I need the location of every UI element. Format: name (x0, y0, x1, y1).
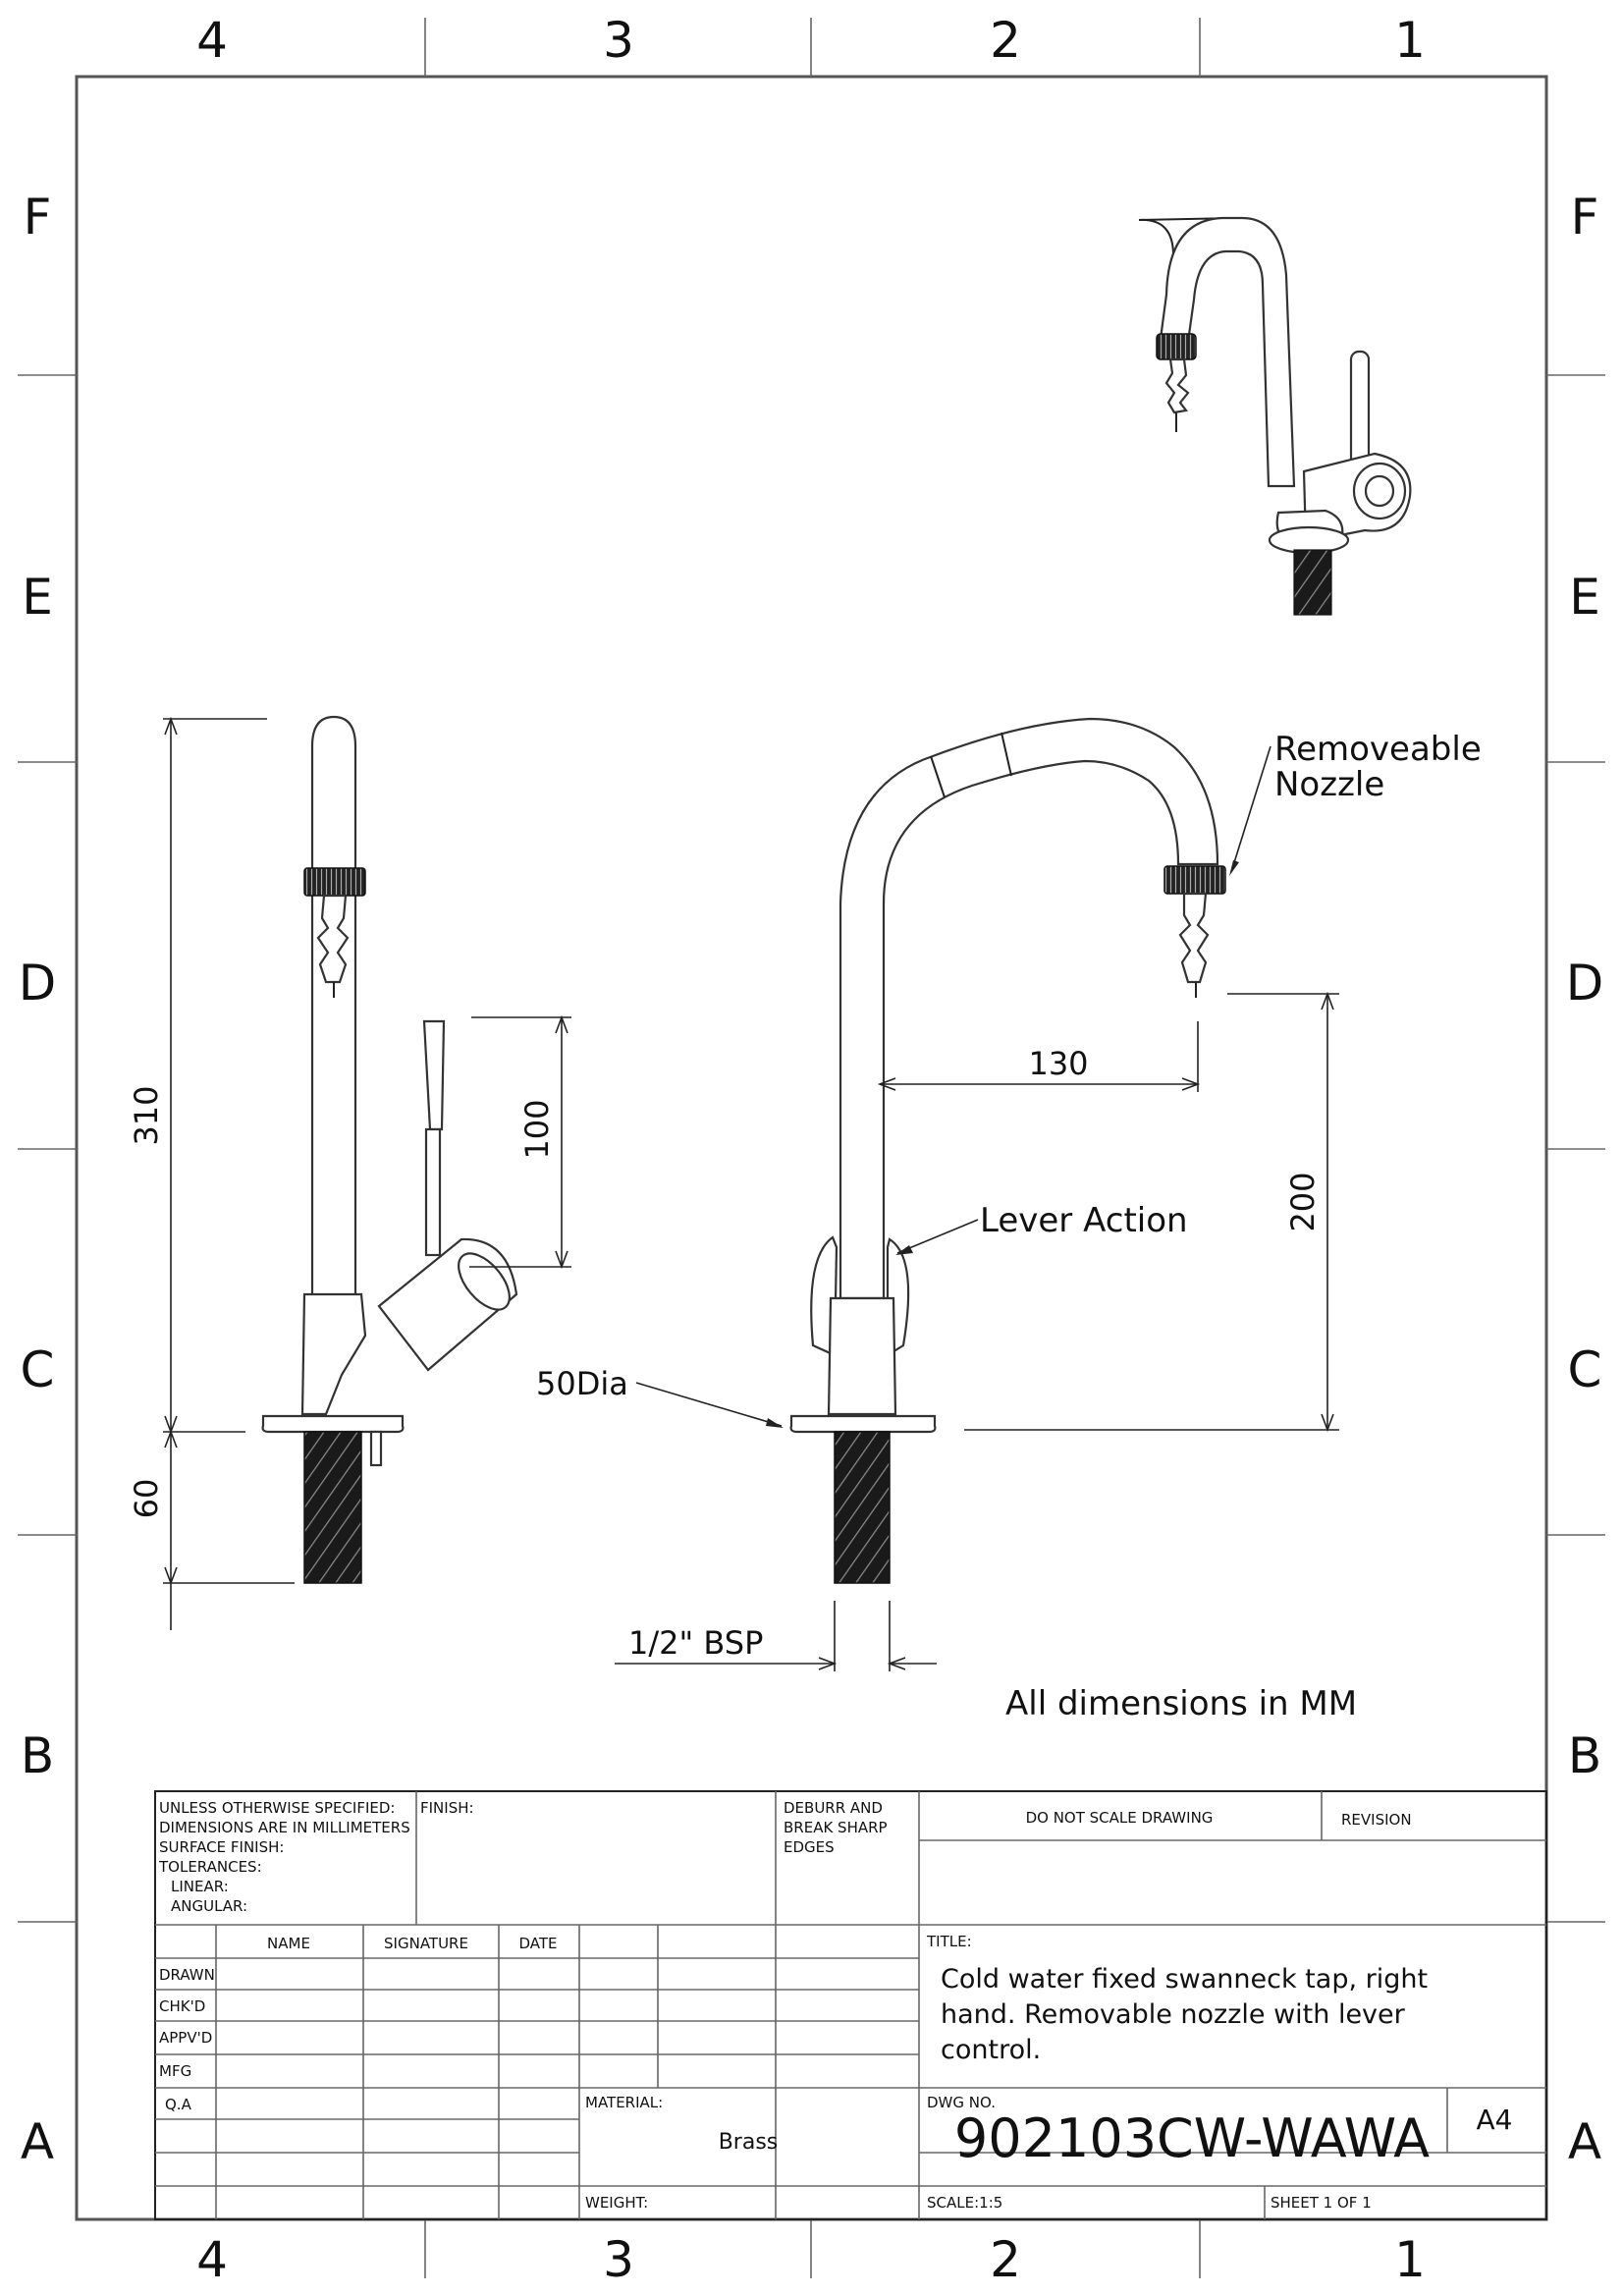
col-header-signature: SIGNATURE (384, 1935, 468, 1952)
nozzle-label-line1: Removeable (1274, 730, 1482, 769)
zone-col-bottom-1: 1 (1394, 2231, 1426, 2288)
front-view (789, 717, 1226, 1584)
row-label-approved: APPV'D (159, 2029, 212, 2047)
iso-spout (1159, 216, 1296, 488)
zone-row-right-a: A (1568, 2113, 1601, 2170)
tolerance-line-6: ANGULAR: (171, 1897, 247, 1915)
zone-row-right-d: D (1566, 955, 1604, 1011)
zone-row-left-e: E (22, 569, 53, 626)
tolerance-line-5: LINEAR: (171, 1878, 229, 1895)
isometric-view (1138, 216, 1412, 616)
iso-thread (1293, 549, 1332, 616)
side-dimensions: 310 60 100 (128, 716, 571, 1630)
deburr-line-1: DEBURR AND (784, 1799, 883, 1817)
row-label-drawn: DRAWN (159, 1966, 215, 1984)
deburr-line-2: BREAK SHARP (784, 1819, 888, 1836)
title-label: TITLE: (926, 1933, 972, 1950)
tolerance-line-4: TOLERANCES: (158, 1858, 262, 1876)
zone-row-right-f: F (1571, 189, 1599, 246)
title-line-2: hand. Removable nozzle with lever (941, 1999, 1406, 2030)
material-value: Brass (719, 2130, 779, 2155)
zone-row-left-c: C (21, 1341, 55, 1398)
col-header-date: DATE (518, 1935, 557, 1952)
side-nozzle-ring (303, 867, 366, 897)
tolerance-line-2: DIMENSIONS ARE IN MILLIMETERS (159, 1819, 410, 1836)
zone-col-top-4: 4 (196, 12, 228, 69)
side-spout-pipe (310, 715, 357, 1298)
zone-labels: 4 3 2 1 4 3 2 1 F E D C B A F E D C B A (19, 12, 1604, 2288)
front-spout (839, 717, 1219, 1300)
zone-row-left-f: F (24, 189, 52, 246)
iso-lever (1349, 350, 1371, 471)
row-label-checked: CHK'D (159, 1997, 205, 2015)
sheet-size: A4 (1477, 2104, 1513, 2136)
col-header-name: NAME (267, 1935, 310, 1952)
side-body-housing (300, 1292, 367, 1416)
front-nozzle (1178, 892, 1210, 984)
zone-col-bottom-3: 3 (603, 2231, 634, 2288)
side-base-flange (261, 1414, 405, 1434)
zone-col-top-2: 2 (990, 12, 1021, 69)
side-lever (422, 1019, 446, 1131)
zone-col-bottom-4: 4 (196, 2231, 228, 2288)
zone-col-top-3: 3 (603, 12, 634, 69)
dwg-no: 902103CW-WAWA (954, 2107, 1430, 2169)
front-nozzle-ring (1163, 865, 1226, 895)
tolerance-line-1: UNLESS OTHERWISE SPECIFIED: (159, 1799, 395, 1817)
row-label-qa: Q.A (165, 2096, 192, 2113)
finish-label: FINISH: (420, 1799, 474, 1817)
zone-col-top-1: 1 (1394, 12, 1426, 69)
zone-row-left-b: B (21, 1727, 54, 1784)
do-not-scale: DO NOT SCALE DRAWING (1026, 1809, 1214, 1827)
dim-spout-height: 200 (1284, 1172, 1322, 1231)
iso-nozzle-tip (1164, 357, 1190, 414)
tolerance-line-3: SURFACE FINISH: (159, 1838, 284, 1856)
side-thread (303, 1431, 362, 1584)
title-line-1: Cold water fixed swanneck tap, right (941, 1964, 1428, 1995)
zone-row-right-c: C (1568, 1341, 1602, 1398)
material-label: MATERIAL: (585, 2094, 663, 2111)
zone-row-left-d: D (19, 955, 57, 1011)
dim-lever-length: 100 (518, 1099, 556, 1159)
sheet-label: SHEET 1 OF 1 (1271, 2194, 1372, 2212)
front-base-flange (789, 1414, 937, 1434)
dwg-no-label: DWG NO. (927, 2094, 996, 2111)
front-thread (834, 1431, 891, 1584)
side-nozzle (316, 894, 350, 984)
dia-label: 50Dia (536, 1365, 628, 1402)
title-block: UNLESS OTHERWISE SPECIFIED: DIMENSIONS A… (154, 1790, 1547, 2220)
iso-nozzle-ring (1156, 333, 1197, 360)
dim-tail-length: 60 (128, 1479, 165, 1519)
units-note: All dimensions in MM (1005, 1684, 1357, 1723)
zone-col-bottom-2: 2 (990, 2231, 1021, 2288)
front-body-housing (827, 1296, 897, 1416)
row-label-mfg: MFG (159, 2062, 191, 2080)
revision-label: REVISION (1341, 1811, 1412, 1829)
title-line-3: control. (941, 2035, 1041, 2065)
bsp-label: 1/2" BSP (628, 1624, 763, 1662)
nozzle-label-line2: Nozzle (1274, 765, 1384, 804)
weight-label: WEIGHT: (585, 2194, 648, 2212)
front-dimensions: 130 200 1/2" BSP 50Dia Lever Action Remo… (536, 730, 1482, 1723)
dim-reach: 130 (1028, 1045, 1088, 1082)
lever-action-label: Lever Action (980, 1201, 1188, 1240)
zone-row-left-a: A (21, 2113, 54, 2170)
side-view (261, 715, 518, 1584)
scale-label: SCALE:1:5 (927, 2194, 1002, 2212)
zone-row-right-b: B (1568, 1727, 1601, 1784)
deburr-line-3: EDGES (784, 1838, 835, 1856)
dim-overall-height: 310 (128, 1085, 165, 1145)
zone-row-right-e: E (1569, 569, 1600, 626)
